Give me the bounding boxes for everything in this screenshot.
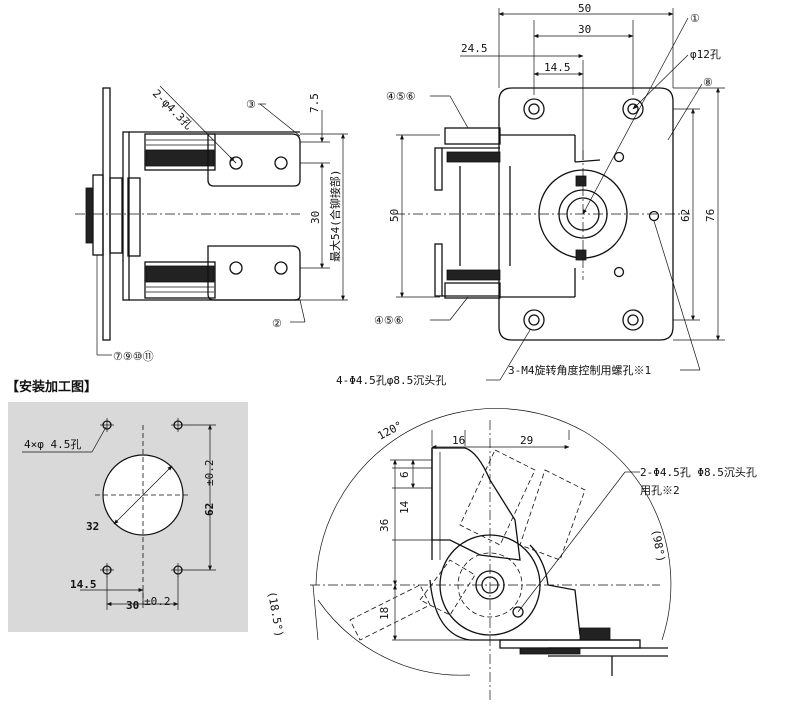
dim-16: 16 xyxy=(452,434,465,447)
dim-76: 76 xyxy=(704,209,717,222)
label-parts-456-top: ④⑤⑥ xyxy=(386,90,416,103)
angle-120: 120° xyxy=(375,419,405,443)
dim-7-5: 7.5 xyxy=(308,93,321,113)
install-dim-14-5: 14.5 xyxy=(70,578,97,591)
install-tol-62: ±0.2 xyxy=(203,460,216,487)
dim-29: 29 xyxy=(520,434,533,447)
dim-30-top: 30 xyxy=(578,23,591,36)
angle-18-5: (18.5°) xyxy=(265,590,286,638)
dim-14: 14 xyxy=(398,500,411,514)
dim-30-left-view: 30 xyxy=(309,211,322,224)
dim-50-left: 50 xyxy=(388,209,401,222)
callout-m4-screw-holes: 3-M4旋转角度控制用螺孔※1 xyxy=(508,363,651,377)
label-phi12-hole: φ12孔 xyxy=(690,48,721,61)
callout-4-countersunk-holes: 4-Φ4.5孔φ8.5沉头孔 xyxy=(336,374,446,387)
label-parts-456-bottom: ④⑤⑥ xyxy=(374,314,404,327)
install-diagram xyxy=(22,418,216,610)
dim-18: 18 xyxy=(378,607,391,620)
install-dim-30: 30 xyxy=(126,599,139,612)
install-tol-30: ±0.2 xyxy=(144,595,171,608)
callout-2-holes-line1: 2-Φ4.5孔 Φ8.5沉头孔 xyxy=(640,466,757,479)
install-dim-62: 62 xyxy=(203,503,216,516)
install-title: 【安装加工图】 xyxy=(6,380,98,395)
angle-98: (98°) xyxy=(649,528,668,563)
label-parts-7-9-10-11: ⑦⑨⑩⑪ xyxy=(113,350,154,363)
label-part-1: ① xyxy=(690,12,700,25)
callout-2-holes-line2: 用孔※2 xyxy=(640,484,680,497)
dim-24-5: 24.5 xyxy=(461,42,488,55)
dim-6: 6 xyxy=(398,471,411,478)
dim-14-5-top: 14.5 xyxy=(544,61,571,74)
dim-36: 36 xyxy=(378,519,391,532)
rotation-view xyxy=(310,408,672,700)
dim-max-54: 最大54(合铆接部) xyxy=(328,170,342,263)
install-dia-32: 32 xyxy=(86,520,99,533)
side-view xyxy=(75,85,348,356)
label-part-8: ⑧ xyxy=(703,76,713,89)
dim-50-top: 50 xyxy=(578,2,591,15)
callout-2-holes-4-3: 2-φ4.3孔 xyxy=(150,87,195,132)
dim-62-front: 62 xyxy=(679,209,692,222)
label-part-2: ② xyxy=(272,317,282,330)
install-holes-label: 4×φ 4.5孔 xyxy=(24,438,81,451)
label-part-3: ③ xyxy=(246,98,256,111)
front-view xyxy=(395,8,725,381)
